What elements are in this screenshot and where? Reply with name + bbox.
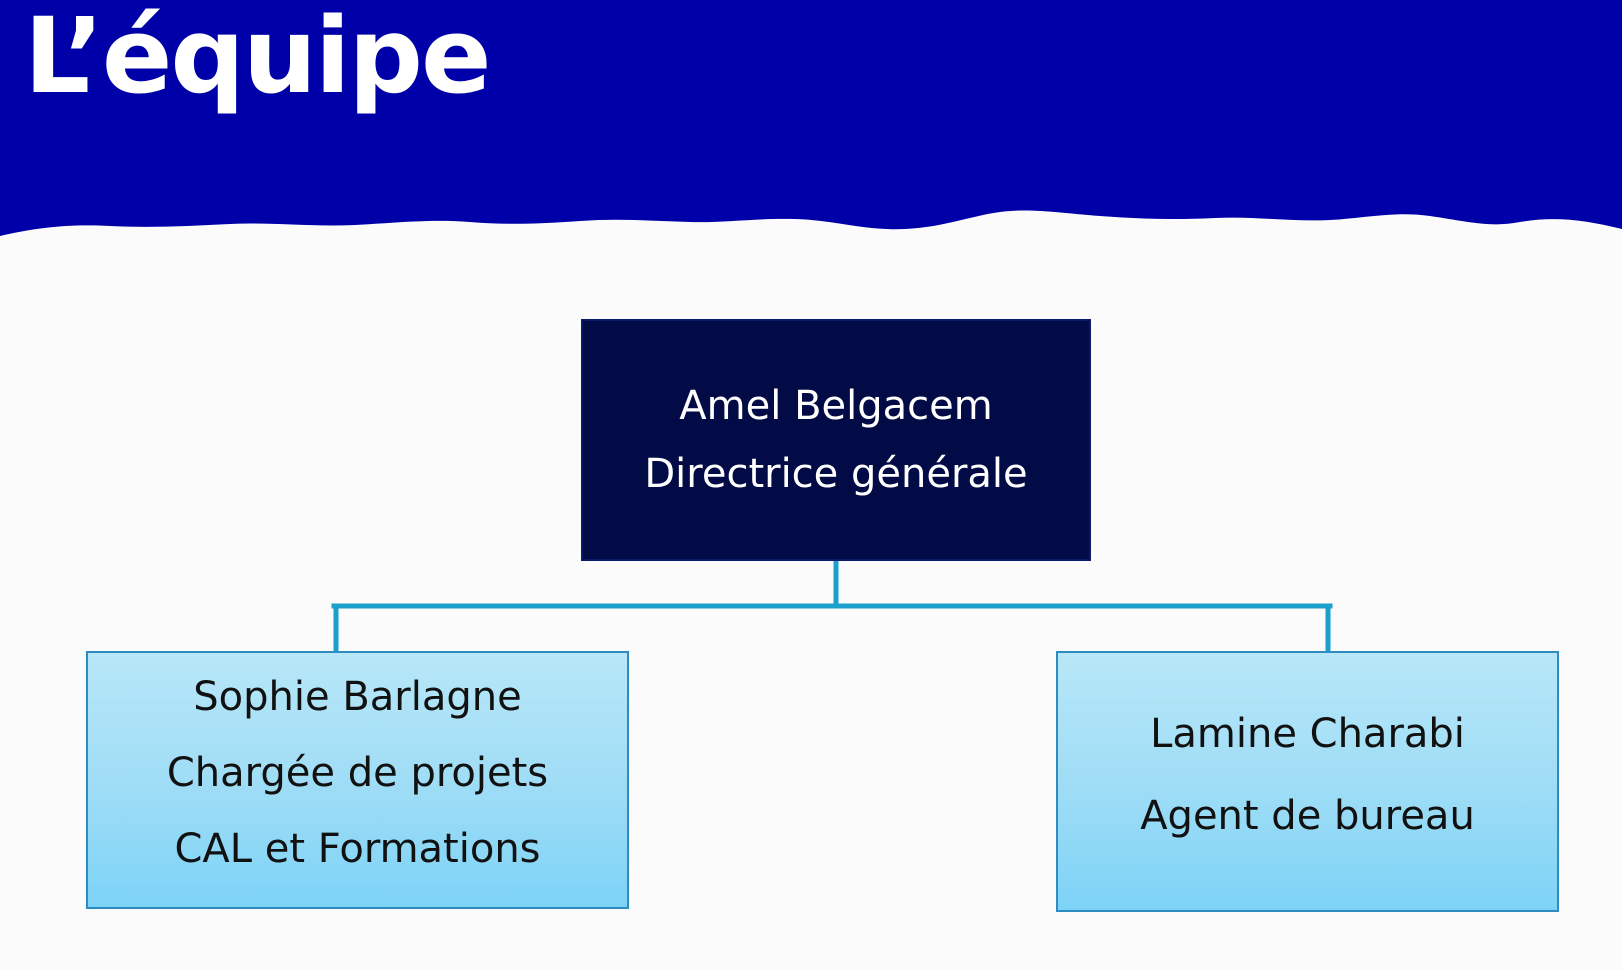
report-name: Lamine Charabi xyxy=(1150,710,1465,757)
report-role-line1: Agent de bureau xyxy=(1140,792,1475,839)
report-name: Sophie Barlagne xyxy=(193,674,522,720)
report-role-line2: CAL et Formations xyxy=(174,826,541,872)
report-role-line1: Chargée de projets xyxy=(166,750,549,796)
header-band: L’équipe xyxy=(0,0,1622,250)
org-node-project-manager: Sophie Barlagne Chargée de projets CAL e… xyxy=(86,651,629,909)
page-title: L’équipe xyxy=(24,0,492,117)
wavy-header-background xyxy=(0,0,1622,236)
director-role: Directrice générale xyxy=(644,451,1028,497)
org-node-director: Amel Belgacem Directrice générale xyxy=(581,319,1091,561)
director-name: Amel Belgacem xyxy=(679,383,993,429)
org-node-office-agent: Lamine Charabi Agent de bureau xyxy=(1056,651,1559,912)
